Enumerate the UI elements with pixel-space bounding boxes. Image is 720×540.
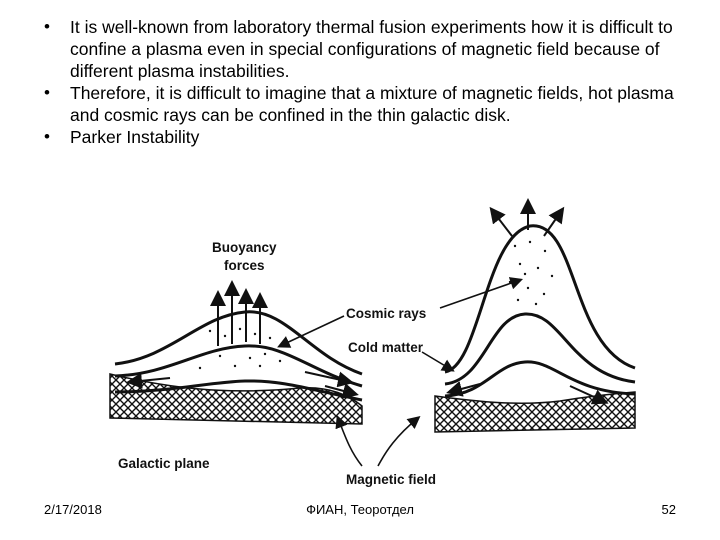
bullet-text: Therefore, it is difficult to imagine th… [70,83,674,125]
footer-organization: ФИАН, Теоротдел [306,502,414,517]
cold-matter-pointer [421,351,455,372]
right-field-line-outer [444,224,636,374]
left-cosmic-ray-dots [198,327,282,370]
bullet-item: • It is well-known from laboratory therm… [36,16,706,82]
galactic-plane-label: Galactic plane [118,456,210,471]
page-number: 52 [661,502,676,517]
bullet-text: Parker Instability [70,127,200,147]
cosmic-rays-label: Cosmic rays [346,306,426,321]
parker-instability-figure: Buoyancy forces Cosmic rays Cold matter … [100,196,660,496]
buoyancy-arrows [210,280,268,346]
bullet-item: • Parker Instability [36,126,706,148]
footer-date: 2/17/2018 [44,502,102,517]
buoyancy-label-line2: forces [224,258,265,273]
cold-matter-label: Cold matter [348,340,424,355]
bullet-marker: • [44,17,50,36]
right-field-line-inner [444,360,636,398]
magnetic-field-label: Magnetic field [346,472,436,487]
cosmic-rays-pointer [439,277,524,309]
parker-instability-diagram: Buoyancy forces Cosmic rays Cold matter … [109,198,636,487]
bullet-marker: • [44,83,50,102]
slide-footer: 2/17/2018 ФИАН, Теоротдел 52 [0,500,720,540]
right-cosmic-ray-dots [508,240,554,306]
buoyancy-label-line1: Buoyancy [212,240,277,255]
bullet-text: It is well-known from laboratory thermal… [70,17,673,81]
escape-arrows [446,198,609,405]
right-field-line-middle [444,312,636,386]
magnetic-field-pointers [335,415,421,467]
right-galactic-disk [434,391,636,433]
left-flow-arrows [126,371,359,399]
left-field-line-inner [114,379,363,402]
cosmic-rays-pointer-left [277,315,345,348]
bullet-marker: • [44,127,50,146]
left-field-line-outer [114,310,363,376]
left-field-line-middle [114,344,363,388]
bullet-list: • It is well-known from laboratory therm… [36,16,706,148]
bullet-item: • Therefore, it is difficult to imagine … [36,82,706,126]
